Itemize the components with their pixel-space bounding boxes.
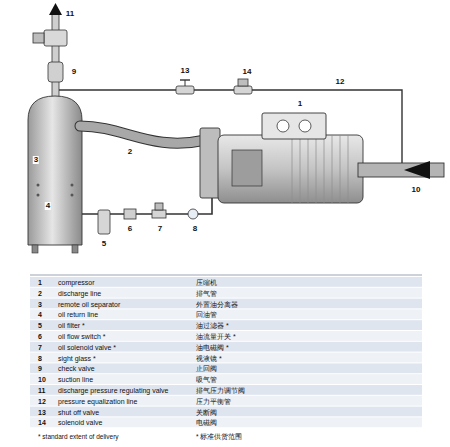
item-number: 2 [38, 289, 42, 296]
callout-number: 7 [157, 225, 163, 233]
flow-arrow [49, 3, 62, 15]
footnote: * standard extent of delivery [38, 434, 119, 441]
shut-off-valve [176, 80, 194, 94]
oil-separator [28, 96, 82, 253]
callout-number: 2 [127, 148, 133, 156]
table-row [30, 374, 422, 384]
callout-number: 9 [71, 68, 77, 76]
item-number: 13 [38, 408, 46, 415]
oil-solenoid [152, 203, 166, 218]
table-row [30, 385, 422, 395]
compressor [200, 113, 363, 203]
callout-number: 1 [297, 100, 303, 108]
item-name-zh: 吸气管 [196, 376, 217, 383]
table-row [30, 299, 422, 309]
item-number: 11 [38, 386, 45, 393]
callout-number: 5 [101, 240, 107, 248]
item-name: oil filter * [58, 322, 85, 329]
item-name: oil flow switch * [58, 332, 105, 339]
item-name-zh: 排气管 [196, 289, 217, 296]
table-row [30, 407, 422, 417]
item-number: 6 [38, 332, 42, 339]
sight-glass [188, 209, 198, 219]
item-number: 12 [38, 397, 46, 404]
table-row [30, 331, 422, 341]
item-name: remote oil separator [58, 300, 120, 307]
footnote: * 标准供货范围 [196, 434, 242, 441]
item-name: check valve [58, 365, 95, 372]
discharge-pipe-outline [80, 126, 206, 143]
item-number: 4 [38, 311, 42, 318]
table-row [30, 320, 422, 330]
item-name-zh: 止回阀 [196, 365, 217, 372]
riser-pipe [52, 14, 59, 104]
item-name: shut off valve [58, 408, 99, 415]
item-number: 3 [38, 300, 42, 307]
callout-number: 6 [127, 225, 133, 233]
valve-actuator [33, 33, 44, 43]
item-name: sight glass * [58, 354, 96, 361]
item-name: compressor [58, 278, 95, 285]
item-name-zh: 压缩机 [196, 278, 217, 285]
table-row [30, 309, 422, 319]
item-name: oil return line [58, 311, 98, 318]
table-row [30, 288, 422, 298]
item-name: discharge line [58, 289, 101, 296]
item-number: 1 [38, 278, 42, 285]
callout-number: 10 [411, 186, 422, 194]
item-name-zh: 回油管 [196, 311, 217, 318]
item-name-zh: 油电磁阀 * [196, 343, 229, 350]
callout-number: 11 [65, 10, 75, 18]
flow-switch [124, 209, 136, 219]
oil-filter [98, 210, 110, 234]
item-name: oil solenoid valve * [58, 343, 116, 350]
suction-pipe [358, 163, 444, 177]
item-name-zh: 油过滤器 * [196, 322, 229, 329]
table-row [30, 363, 422, 373]
item-number: 14 [38, 419, 46, 426]
item-name-zh: 压力平衡管 [196, 397, 231, 404]
table-row [30, 277, 422, 287]
item-name-zh: 外置油分离器 [196, 300, 238, 307]
callout-number: 3 [33, 156, 39, 164]
callout-number: 14 [242, 68, 253, 76]
callout-number: 8 [192, 225, 198, 233]
callout-number: 12 [335, 78, 346, 86]
callout-number: 4 [45, 202, 51, 210]
item-name: suction line [58, 376, 93, 383]
item-name-zh: 视液镜 * [196, 354, 222, 361]
table-row [30, 417, 422, 427]
item-number: 5 [38, 322, 42, 329]
callout-number: 13 [180, 67, 191, 75]
regulating-valve [44, 30, 67, 46]
solenoid-valve [234, 79, 252, 94]
flow-arrow [404, 161, 430, 179]
item-name-zh: 油流量开关 * [196, 332, 236, 339]
item-name: solenoid valve [58, 419, 102, 426]
item-number: 7 [38, 343, 42, 350]
check-valve [48, 62, 63, 82]
item-name-zh: 电磁阀 [196, 419, 217, 426]
item-number: 10 [38, 376, 46, 383]
table-row [30, 342, 422, 352]
item-name: pressure equalization line [58, 397, 137, 404]
item-number: 9 [38, 365, 42, 372]
table-row [30, 353, 422, 363]
item-name: discharge pressure regulating valve [58, 386, 169, 393]
item-name-zh: 关断阀 [196, 408, 217, 415]
item-number: 8 [38, 354, 42, 361]
discharge-pipe [80, 126, 206, 143]
table-row [30, 396, 422, 406]
item-name-zh: 排气压力调节阀 [196, 386, 245, 393]
legend-table [30, 275, 422, 427]
